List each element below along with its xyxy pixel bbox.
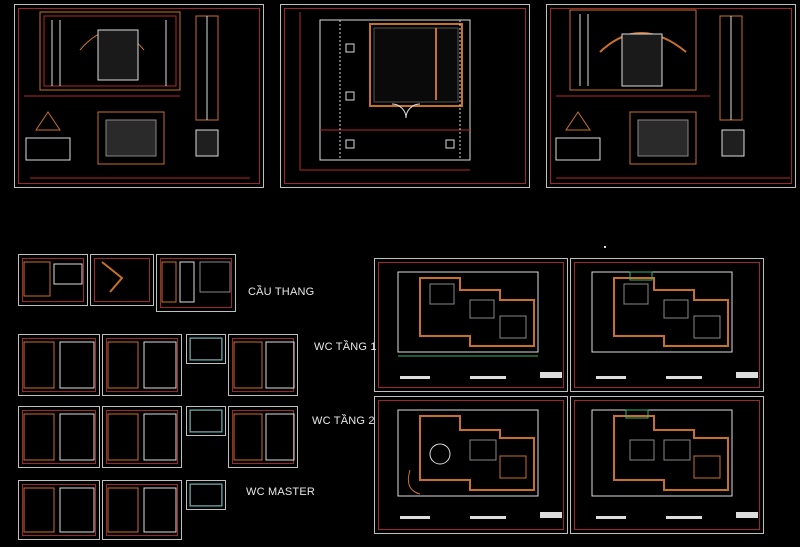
sheet-arch-elevation-left [14,4,264,188]
arch-elevation-right-drawing [555,9,790,179]
sheet-wc2-b [102,406,182,468]
label-wc-tang-1: WC TẦNG 1 [314,341,377,353]
sheet-wc2-a [18,406,100,468]
floor-plan-2-drawing [591,409,733,497]
stray-point [604,246,606,248]
floor-plan-1-drawing [397,409,539,497]
sheet-stair-3 [156,254,236,312]
sheet-plan-floor-2 [570,396,764,534]
detail-sheets-linework [23,261,295,533]
title-block-bars [400,372,758,519]
ceiling-plan-1-drawing [397,271,539,357]
floor-plan-center-drawing [299,12,471,171]
sheet-wc1-a [18,334,100,396]
sheet-floor-plan-center [280,4,530,188]
sheet-stair-1 [18,254,88,306]
sheet-plan-ceiling-2 [570,258,764,392]
sheet-stair-2 [90,254,154,306]
sheet-arch-elevation-right [546,4,796,188]
label-wc-tang-2: WC TẦNG 2 [312,415,375,427]
sheet-wcm-b [102,480,182,540]
label-wc-master: WC MASTER [246,486,316,498]
sheet-wcm-a [18,480,100,540]
sheet-plan-ceiling-1 [374,258,568,392]
arch-elevation-left-drawing [24,11,250,179]
label-cau-thang: CẦU THANG [248,286,315,298]
sheet-plan-floor-1 [374,396,568,534]
ceiling-plan-2-drawing [591,271,733,353]
sheet-wc1-b [102,334,182,396]
